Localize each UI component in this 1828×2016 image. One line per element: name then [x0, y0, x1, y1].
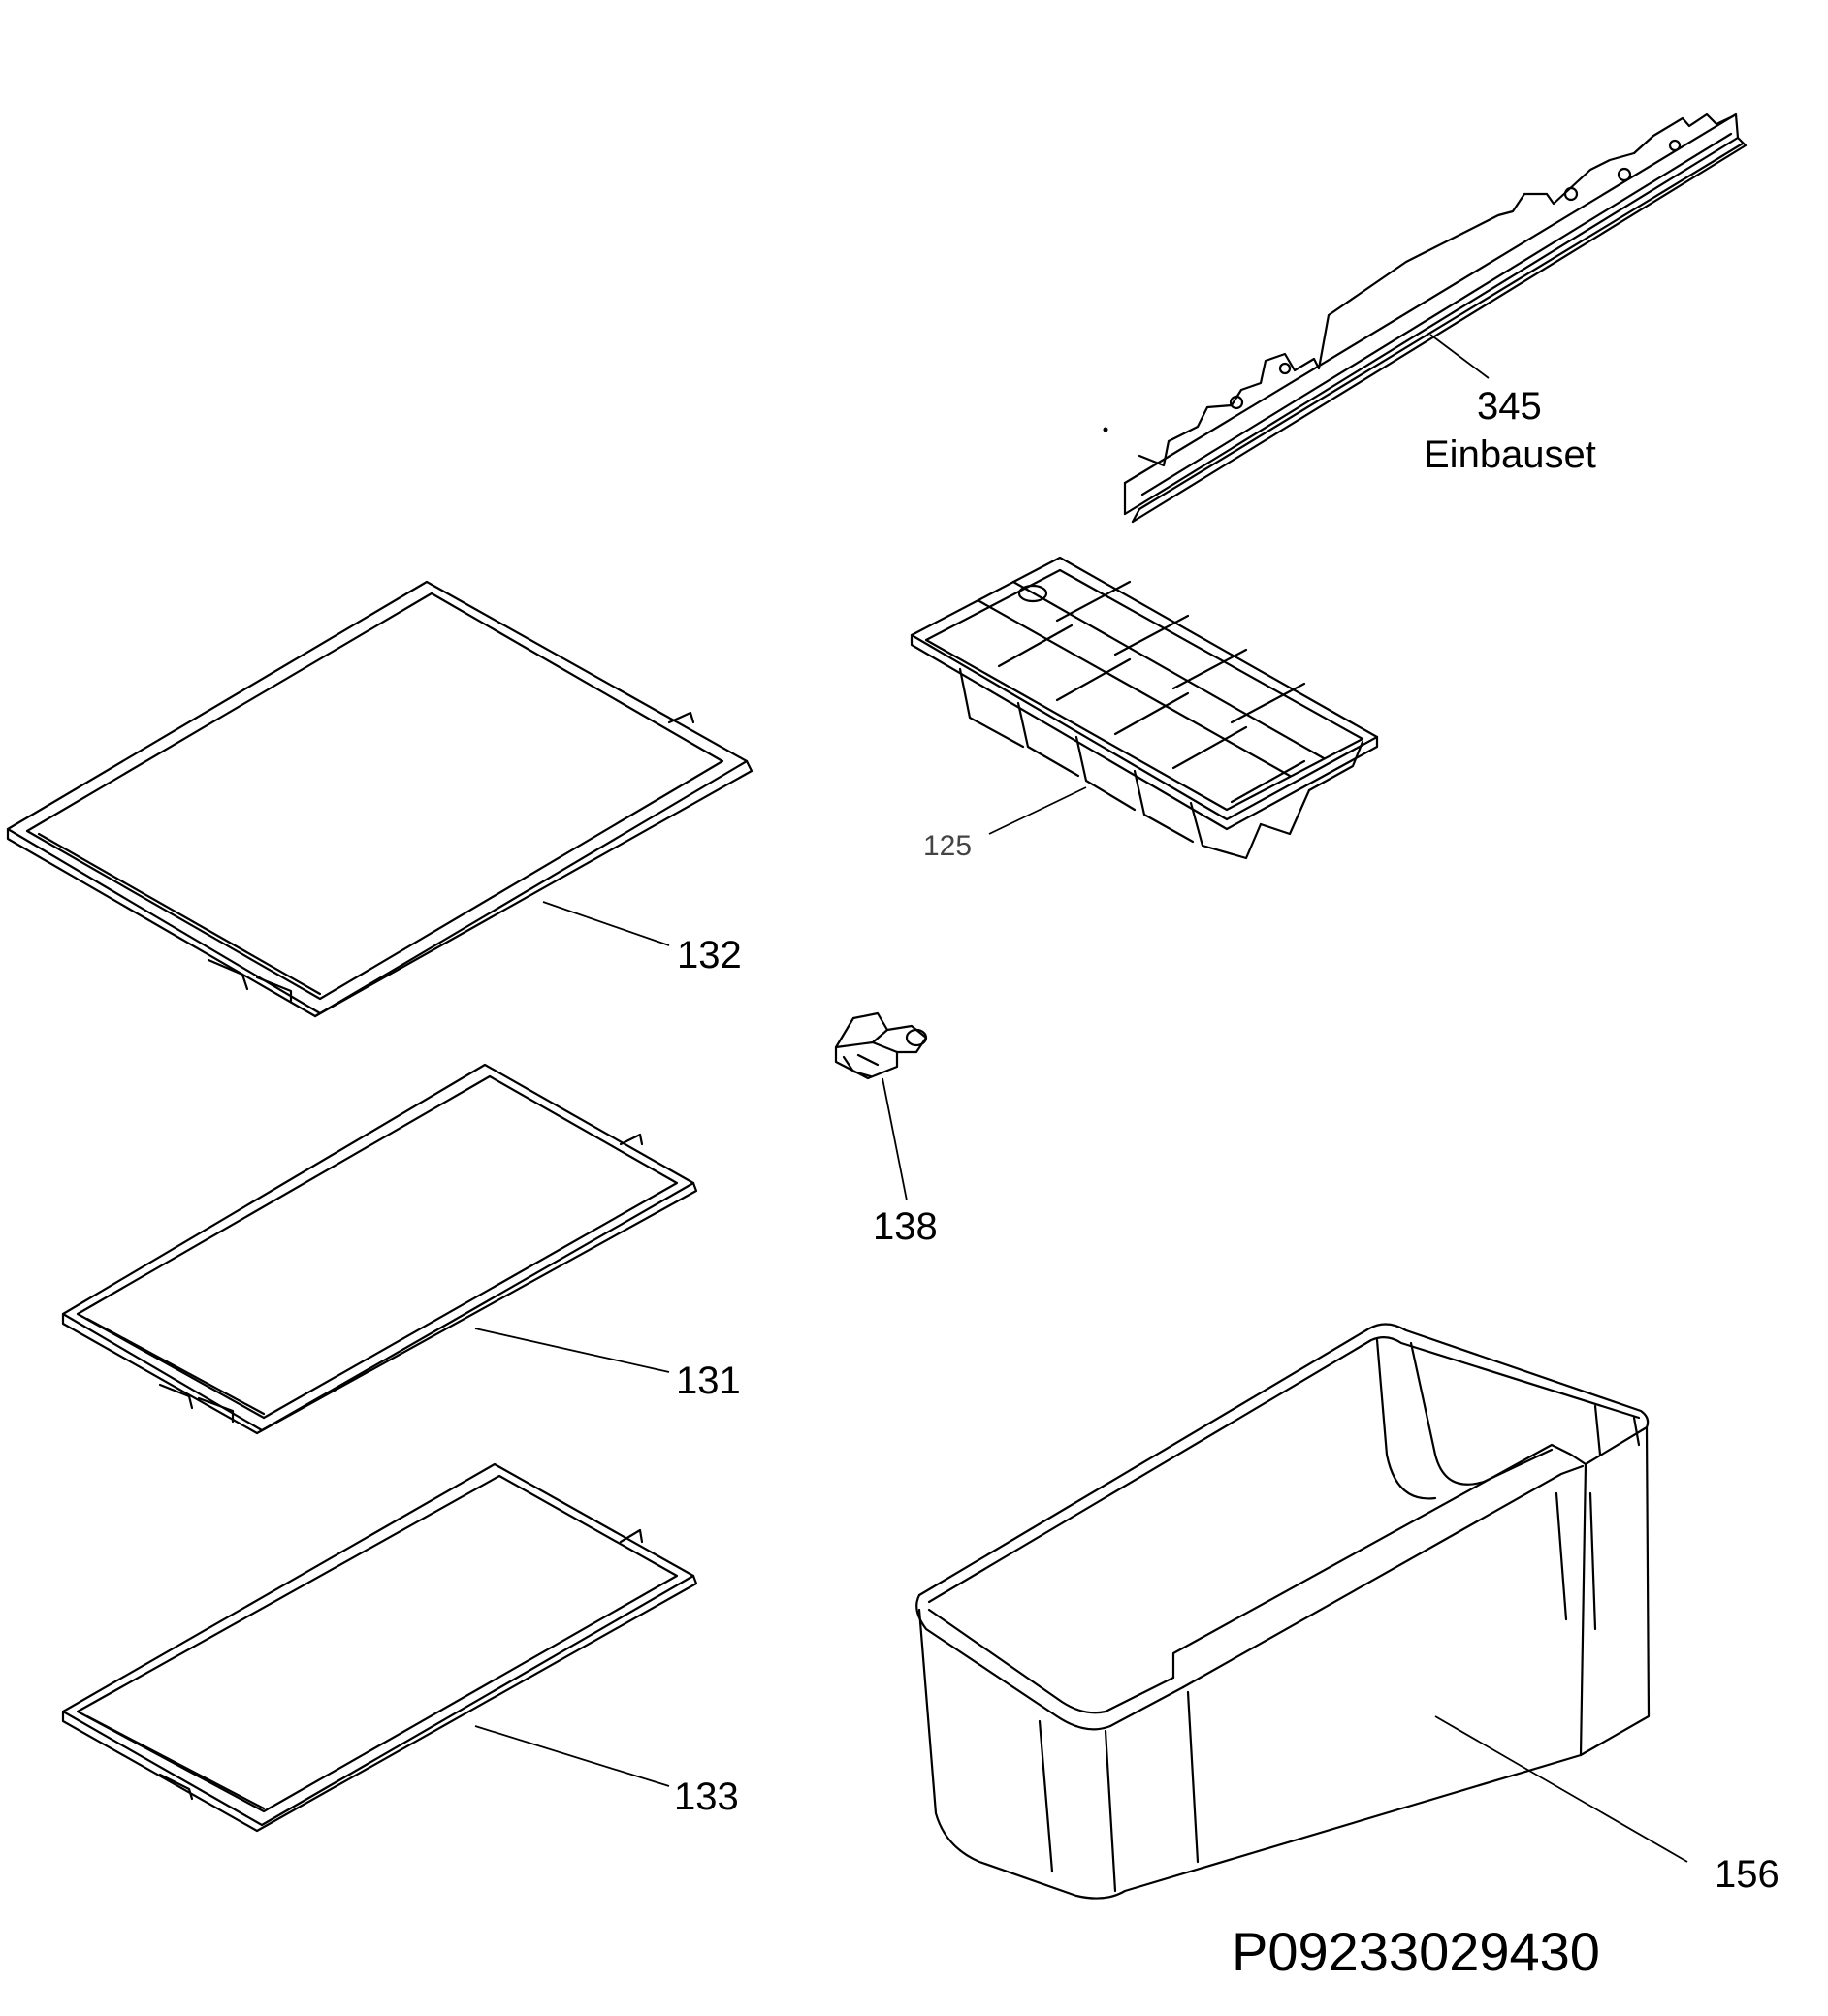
part-number-345: 345: [1477, 385, 1542, 428]
leader-line-133: [474, 1725, 670, 1787]
part-caption-345: Einbauset: [1424, 433, 1596, 476]
part-156-crisper-drawer: [915, 1323, 1651, 1900]
part-125-ice-cube-tray: [910, 556, 1379, 860]
part-133-glass-shelf: [61, 1462, 698, 1833]
part-number-132: 132: [677, 934, 742, 976]
part-131-glass-shelf: [61, 1063, 698, 1435]
leader-line-156: [1434, 1715, 1688, 1863]
leader-line-138: [882, 1077, 908, 1201]
leader-line-125: [988, 786, 1087, 835]
part-number-156: 156: [1715, 1853, 1780, 1896]
leader-line-131: [474, 1328, 670, 1373]
stray-dot: [1103, 427, 1108, 432]
part-number-131: 131: [676, 1360, 741, 1402]
part-138-hinge-clip: [834, 1011, 928, 1080]
part-number-138: 138: [873, 1205, 938, 1248]
leader-line-132: [542, 901, 670, 946]
part-number-133: 133: [674, 1776, 739, 1818]
leader-line-345: [1429, 334, 1490, 379]
part-132-glass-shelf: [6, 580, 754, 1018]
drawing-id: P09233029430: [1232, 1921, 1600, 1982]
part-number-125: 125: [923, 830, 972, 862]
part-345-mounting-rail: [1123, 112, 1748, 524]
